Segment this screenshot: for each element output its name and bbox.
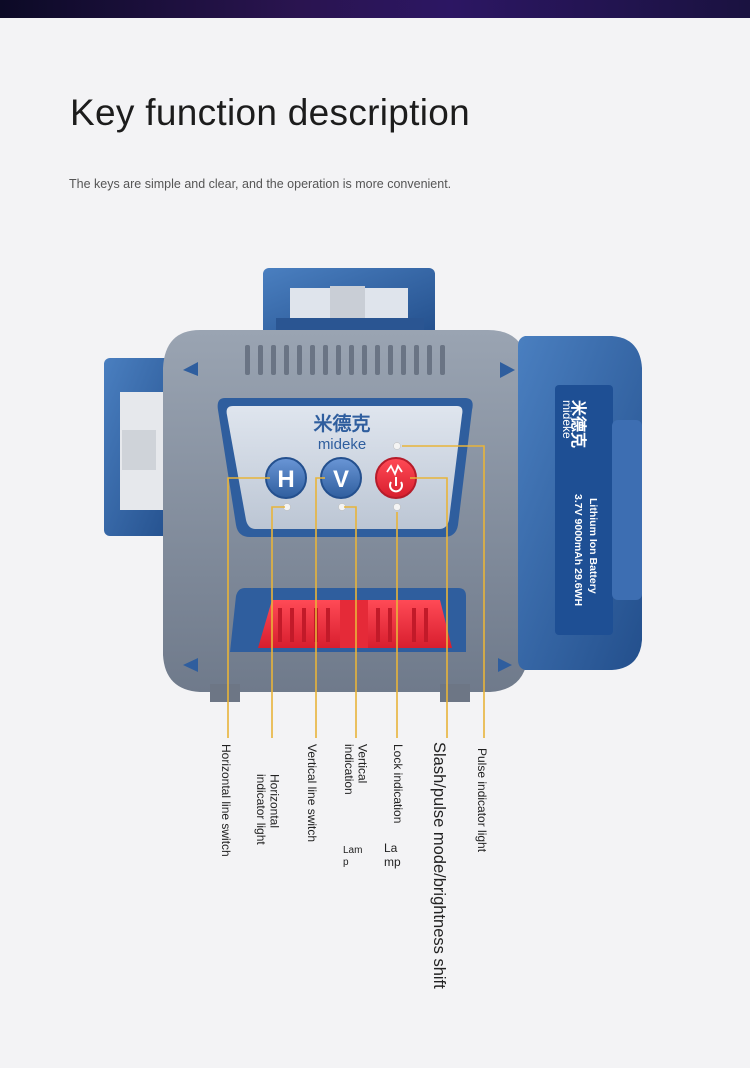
label-lock-lamp: La mp (384, 841, 401, 870)
vertical-key-label: V (333, 466, 349, 493)
callout-line-slash-pulse (410, 477, 448, 738)
battery-type: Lithium Ion Battery (587, 498, 599, 594)
horizontal-key-label: H (277, 466, 294, 493)
label-vertical-indication: Vertical indication (342, 744, 370, 795)
label-vertical-line-switch: Vertical line switch (305, 744, 320, 843)
label-vertical-lamp-line1: Lam (343, 845, 363, 856)
lock-indicator-light (393, 503, 401, 511)
pulse-icon (386, 464, 403, 477)
battery-brand: mideke (560, 400, 574, 439)
label-horizontal-indicator-light: Horizontal indicator light (254, 774, 282, 845)
label-lock-lamp-line1: La (384, 841, 398, 855)
power-icon (389, 481, 403, 493)
page-subtitle: The keys are simple and clear, and the o… (69, 177, 452, 191)
label-horizontal-indicator-line2: indicator light (254, 774, 269, 845)
callout-line-vertical-switch (315, 477, 325, 738)
top-banner-strip (0, 0, 750, 18)
battery-brand-cn: 米德克 (569, 400, 588, 448)
lock-slider[interactable] (230, 588, 466, 652)
label-vertical-lamp-line2: p (343, 857, 349, 868)
label-vertical-lamp: Lam p (343, 845, 362, 869)
top-handle (263, 268, 435, 338)
callout-line-horizontal-indicator (271, 506, 285, 738)
horizontal-line-key[interactable]: H (265, 457, 307, 499)
label-pulse-indicator-light: Pulse indicator light (475, 748, 490, 853)
pulse-power-key[interactable] (375, 457, 417, 499)
left-bracket (104, 358, 176, 536)
panel-brand: mideke (318, 436, 366, 453)
label-vertical-indication-line1: Vertical (355, 744, 370, 784)
label-vertical-indication-line2: indication (342, 744, 357, 795)
label-horizontal-line-switch: Horizontal line switch (219, 744, 234, 857)
battery-pack (518, 336, 642, 670)
label-slash-pulse-brightness: Slash/pulse mode/brightness shift (430, 742, 449, 989)
label-lock-indication: Lock indication (391, 744, 406, 824)
callout-line-vertical-indication (344, 506, 357, 738)
page-title: Key function description (70, 92, 471, 133)
callout-line-pulse-indicator (402, 445, 485, 738)
battery-spec: 3.7V 9000mAh 29.6WH (572, 494, 584, 606)
pulse-indicator-light (393, 442, 401, 450)
panel-brand-cn: 米德克 (313, 412, 370, 435)
label-lock-lamp-line2: mp (384, 855, 401, 870)
label-horizontal-indicator-line1: Horizontal (267, 774, 282, 829)
callout-lines (227, 445, 485, 738)
vertical-line-key[interactable]: V (320, 457, 362, 499)
callout-line-horizontal-switch (227, 477, 270, 738)
